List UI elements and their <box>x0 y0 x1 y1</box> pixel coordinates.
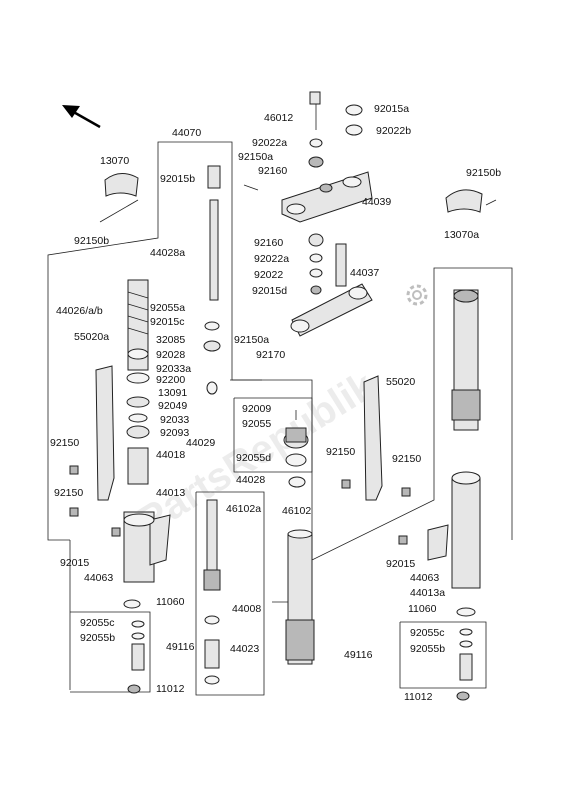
label-49116-mid: 49116 <box>166 641 195 653</box>
right-fork-guard <box>363 375 383 501</box>
damper-cartridge <box>203 499 221 685</box>
label-46102: 46102 <box>282 505 311 517</box>
label-92093: 92093 <box>160 427 189 439</box>
label-44063-left: 44063 <box>84 572 113 584</box>
left-fork-spring <box>126 279 150 485</box>
label-92055c-left: 92055c <box>80 617 114 629</box>
label-92015b: 92015b <box>160 173 195 185</box>
label-92015d: 92015d <box>252 285 287 297</box>
label-92022a-mid: 92022a <box>254 253 289 265</box>
steering-stem <box>290 233 373 337</box>
label-44039: 44039 <box>362 196 391 208</box>
label-92022a: 92022a <box>252 137 287 149</box>
label-92055b-left: 92055b <box>80 632 115 644</box>
label-92055c-right: 92055c <box>410 627 444 639</box>
right-outer-tube <box>427 471 481 617</box>
label-92015-left: 92015 <box>60 557 89 569</box>
label-13091: 13091 <box>158 387 187 399</box>
label-92150-left2: 92150 <box>54 487 83 499</box>
label-44018: 44018 <box>156 449 185 461</box>
label-11060-left: 11060 <box>156 596 185 608</box>
label-92022: 92022 <box>254 269 283 281</box>
label-92150b-left: 92150b <box>74 235 109 247</box>
label-44028a: 44028a <box>150 247 185 259</box>
handlebar-clamp-left <box>99 173 139 223</box>
label-44013a: 44013a <box>410 587 445 599</box>
label-92200: 92200 <box>156 374 185 386</box>
label-44013: 44013 <box>156 487 185 499</box>
label-55020a: 55020a <box>74 331 109 343</box>
label-49116-right: 49116 <box>344 649 373 661</box>
label-44063-right: 44063 <box>410 572 439 584</box>
handlebar-clamp-right <box>445 189 497 213</box>
label-46102a: 46102a <box>226 503 261 515</box>
label-92150-mid: 92150 <box>326 446 355 458</box>
label-92049: 92049 <box>158 400 187 412</box>
label-92033a: 92033a <box>156 363 191 375</box>
right-fork-tube <box>451 289 481 431</box>
label-92150a: 92150a <box>238 151 273 163</box>
label-13070a: 13070a <box>444 229 479 241</box>
label-11060-right: 11060 <box>408 603 437 615</box>
label-92150-right: 92150 <box>392 453 421 465</box>
label-92033: 92033 <box>160 414 189 426</box>
label-55020: 55020 <box>386 376 415 388</box>
label-44029: 44029 <box>186 437 215 449</box>
steering-stem-top-bolt <box>243 91 363 191</box>
label-92015-right: 92015 <box>386 558 415 570</box>
label-46012: 46012 <box>264 112 293 124</box>
label-44008: 44008 <box>232 603 261 615</box>
label-92170: 92170 <box>256 349 285 361</box>
label-92015c: 92015c <box>150 316 184 328</box>
label-44023: 44023 <box>230 643 259 655</box>
label-44070: 44070 <box>172 127 201 139</box>
left-outer-tube <box>123 511 171 609</box>
upper-triple-clamp <box>281 171 373 223</box>
label-92160-mid: 92160 <box>254 237 283 249</box>
arrow-up-left-icon <box>62 105 101 129</box>
label-92150a-mid: 92150a <box>234 334 269 346</box>
label-44037: 44037 <box>350 267 379 279</box>
part-labels: 44070 46012 92015a 92022a 92022b 92150a … <box>50 103 501 703</box>
label-44028: 44028 <box>236 474 265 486</box>
label-13070: 13070 <box>100 155 129 167</box>
label-92055b-right: 92055b <box>410 643 445 655</box>
label-92150b-right: 92150b <box>466 167 501 179</box>
label-11012-right: 11012 <box>404 691 433 703</box>
label-32085: 32085 <box>156 334 185 346</box>
label-92055: 92055 <box>242 418 271 430</box>
label-92055d: 92055d <box>236 452 271 464</box>
label-92150-left: 92150 <box>50 437 79 449</box>
label-92009: 92009 <box>242 403 271 415</box>
label-92022b: 92022b <box>376 125 411 137</box>
guard-bolts <box>69 465 411 545</box>
label-92015a: 92015a <box>374 103 409 115</box>
inner-tube <box>285 529 315 665</box>
label-44026: 44026/a/b <box>56 305 103 317</box>
label-92160: 92160 <box>258 165 287 177</box>
gear-icon <box>406 284 428 306</box>
left-lower-valve <box>127 620 145 694</box>
label-92055a: 92055a <box>150 302 185 314</box>
center-damper-rod <box>203 165 221 395</box>
right-lower-valve <box>456 628 473 701</box>
label-92028: 92028 <box>156 349 185 361</box>
label-11012-left: 11012 <box>156 683 185 695</box>
fork-cap-assembly <box>283 410 309 488</box>
left-fork-guard <box>95 365 115 501</box>
